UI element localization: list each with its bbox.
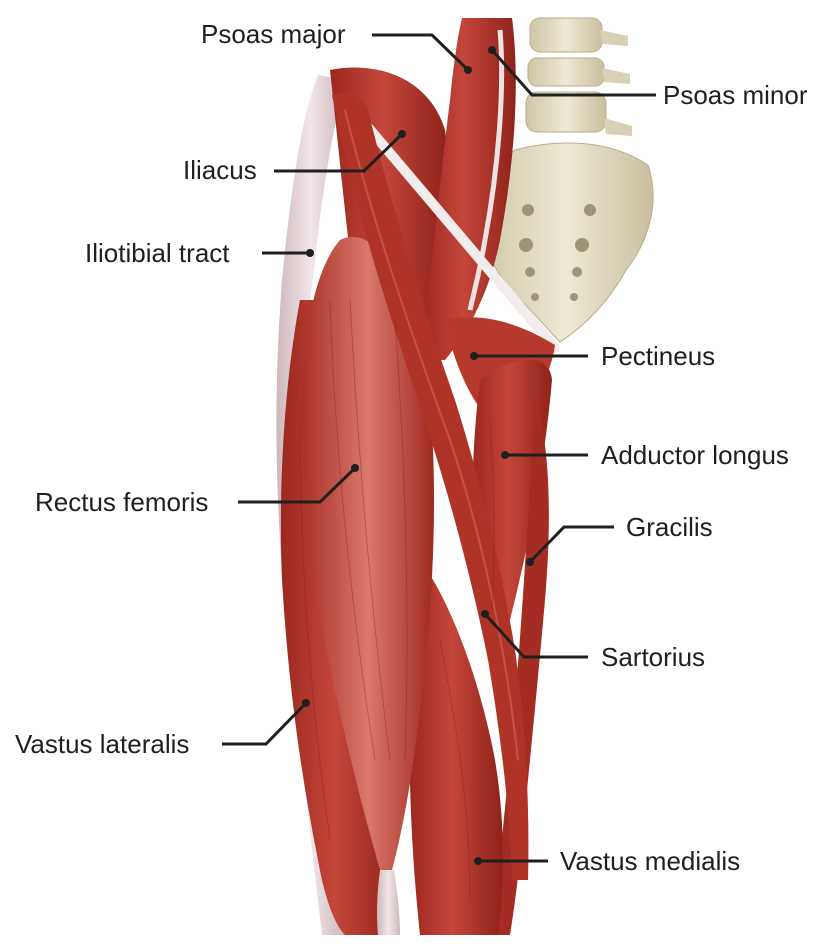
rectus-femoris-shape bbox=[301, 236, 435, 870]
label-psoas-minor: Psoas minor bbox=[663, 80, 808, 110]
leader-psoas-minor bbox=[490, 49, 656, 97]
label-pectineus: Pectineus bbox=[601, 341, 716, 371]
label-adductor-longus: Adductor longus bbox=[601, 440, 789, 470]
label-vastus-lateralis: Vastus lateralis bbox=[15, 729, 190, 759]
gracilis-shape bbox=[492, 400, 549, 935]
iliotibial-tract-shape bbox=[276, 75, 345, 935]
leader-iliacus bbox=[274, 132, 404, 173]
rectus-femoris-tendon bbox=[376, 870, 400, 935]
fiber-texture bbox=[299, 299, 495, 901]
label-gracilis: Gracilis bbox=[626, 512, 713, 542]
leader-gracilis bbox=[528, 525, 614, 564]
leader-dots bbox=[302, 46, 534, 865]
psoas-major-shape bbox=[420, 18, 516, 360]
label-iliotibial-tract: Iliotibial tract bbox=[85, 238, 230, 268]
leader-lines bbox=[222, 33, 656, 863]
label-vastus-medialis: Vastus medialis bbox=[560, 846, 741, 876]
lumbar-vertebrae bbox=[525, 17, 632, 136]
leader-vastus-lateralis bbox=[222, 701, 308, 746]
vastus-medialis-shape bbox=[409, 560, 503, 935]
label-sartorius: Sartorius bbox=[601, 642, 706, 672]
psoas-minor-tendon bbox=[467, 29, 505, 311]
sacrum bbox=[477, 142, 654, 343]
label-rectus-femoris: Rectus femoris bbox=[35, 487, 209, 517]
leader-sartorius bbox=[483, 612, 588, 659]
label-iliacus: Iliacus bbox=[183, 155, 257, 185]
leader-psoas-major bbox=[372, 33, 470, 72]
leader-rectus bbox=[238, 466, 357, 504]
label-psoas-major: Psoas major bbox=[201, 19, 346, 49]
